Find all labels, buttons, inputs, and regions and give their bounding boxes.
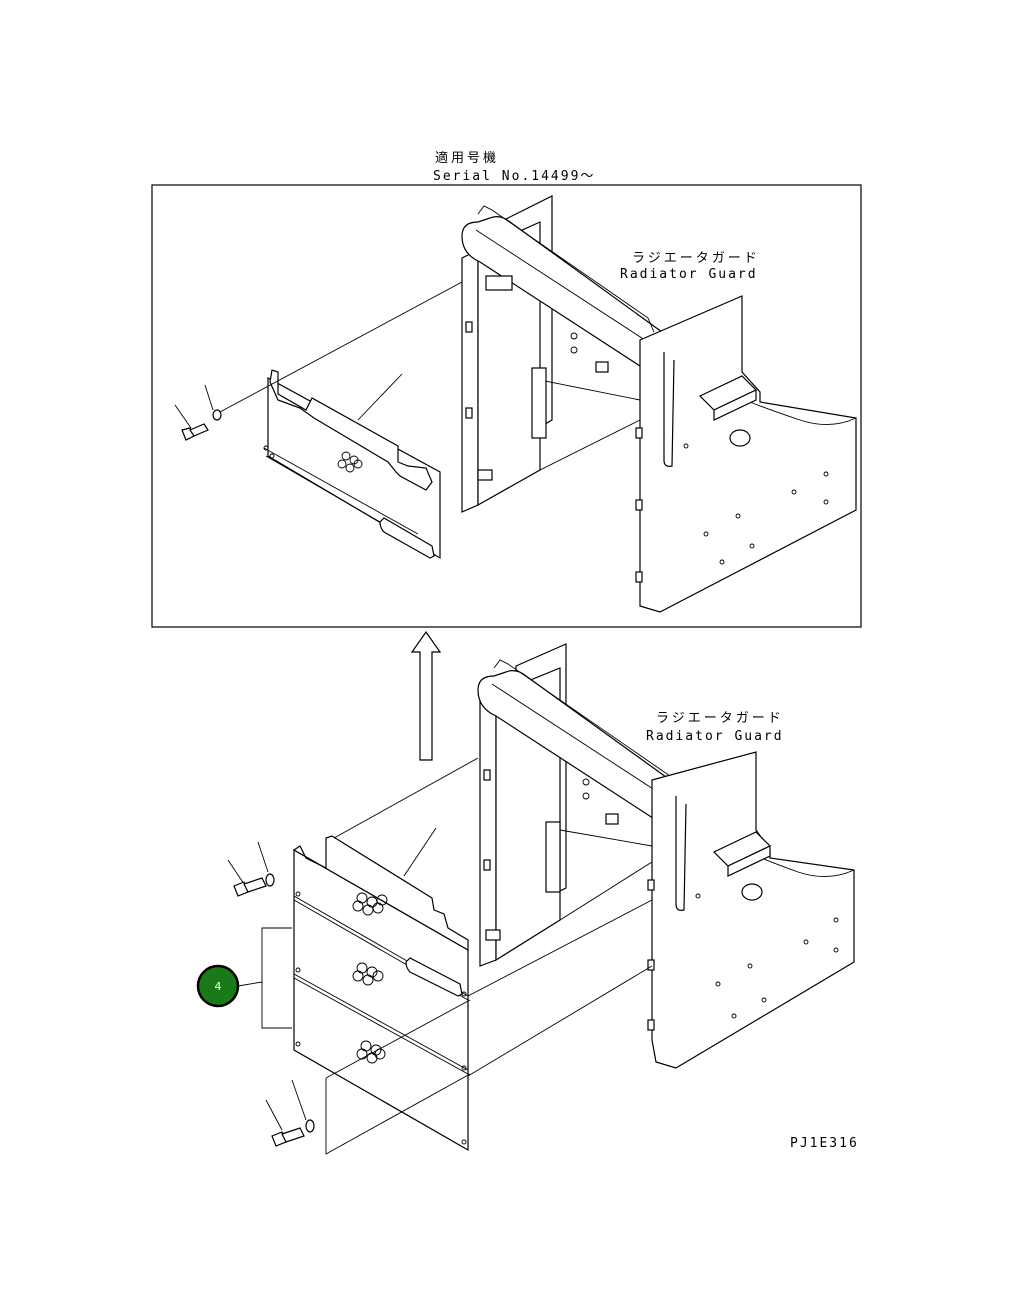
vent-holes-upper bbox=[337, 451, 363, 473]
callout-4-label: 4 bbox=[215, 980, 222, 993]
callout-bracket bbox=[261, 927, 292, 1029]
lower-label-en: Radiator Guard bbox=[646, 729, 784, 744]
upper-cover-panel bbox=[263, 369, 441, 560]
upper-view-frame bbox=[151, 184, 862, 628]
up-arrow bbox=[410, 630, 442, 761]
upper-label-en: Radiator Guard bbox=[620, 267, 758, 282]
lower-radiator-guard bbox=[477, 643, 855, 1069]
upper-bolt bbox=[174, 281, 463, 441]
lower-cover-panels bbox=[292, 835, 469, 1152]
upper-label-jp: ラジエータガード bbox=[632, 251, 760, 266]
upper-radiator-guard bbox=[461, 195, 857, 613]
drawing-code: PJ1E316 bbox=[790, 1136, 859, 1151]
lower-bolt-top bbox=[227, 841, 275, 897]
applicable-serial-jp: 適用号機 bbox=[435, 150, 499, 166]
lower-bolt-bottom bbox=[265, 1079, 315, 1147]
serial-number-label: Serial No.14499～ bbox=[433, 169, 595, 184]
callout-4-button[interactable]: 4 bbox=[196, 964, 240, 1008]
lower-label-jp: ラジエータガード bbox=[656, 711, 784, 726]
